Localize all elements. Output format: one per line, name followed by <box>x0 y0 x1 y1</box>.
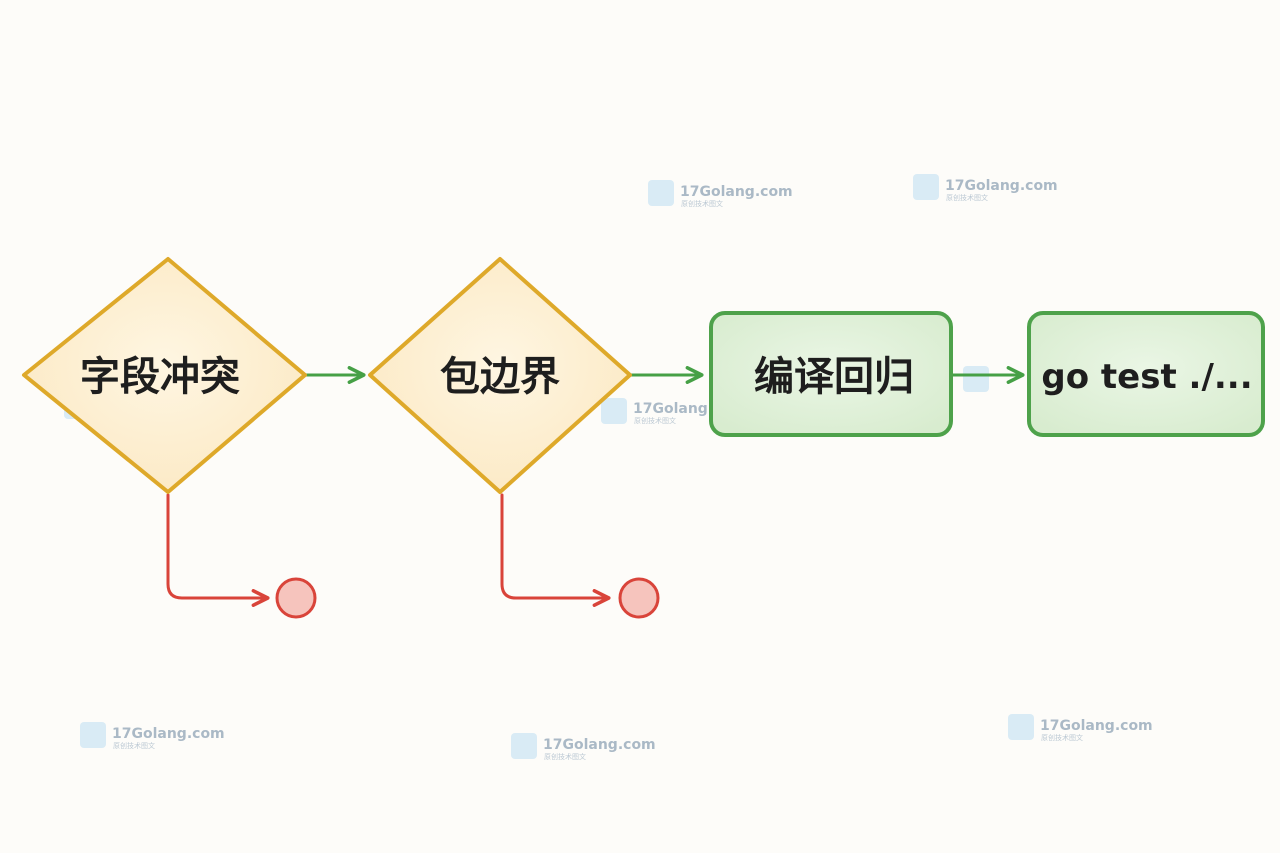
node-label: 包边界 <box>440 354 560 400</box>
decision-diamond <box>368 257 632 494</box>
watermark-logo-icon <box>64 174 1034 759</box>
node-label: 字段冲突 <box>80 354 240 400</box>
watermark-text: 17Golang.com <box>112 726 225 742</box>
edge-package-boundary-to-fail-end-2 <box>500 493 611 607</box>
watermark-subtext: 原创技术图文 <box>113 741 155 750</box>
watermark-text: 17Golang.com <box>1040 718 1153 734</box>
process-box <box>709 311 953 437</box>
process-box <box>1027 311 1265 437</box>
watermark-text: 17Golang.com <box>543 737 656 753</box>
node-go-test: go test ./... <box>1027 311 1265 437</box>
fail-end-2 <box>618 577 660 619</box>
watermark-subtext: 原创技术图文 <box>544 752 586 761</box>
node-field-conflict: 字段冲突 <box>22 257 307 494</box>
edge-field-conflict-to-fail-end-1 <box>166 493 270 607</box>
node-package-boundary: 包边界 <box>368 257 632 494</box>
fail-end-1 <box>275 577 317 619</box>
watermark-text: 17Golang.com <box>945 178 1058 194</box>
node-label: 编译回归 <box>754 354 914 400</box>
watermark-subtext: 原创技术图文 <box>681 199 723 208</box>
watermark-subtext: 原创技术图文 <box>946 193 988 202</box>
decision-diamond <box>22 257 307 494</box>
node-label: go test ./... <box>1041 357 1252 397</box>
watermark-subtext: 原创技术图文 <box>1041 733 1083 742</box>
watermark-text: 17Golang.com <box>680 184 793 200</box>
watermark: 17Golang.com 原创技术图文 17Golang.com 原创技术图文 … <box>64 174 1153 761</box>
node-compile-regression: 编译回归 <box>709 311 953 437</box>
watermark-subtext: 原创技术图文 <box>634 416 676 425</box>
